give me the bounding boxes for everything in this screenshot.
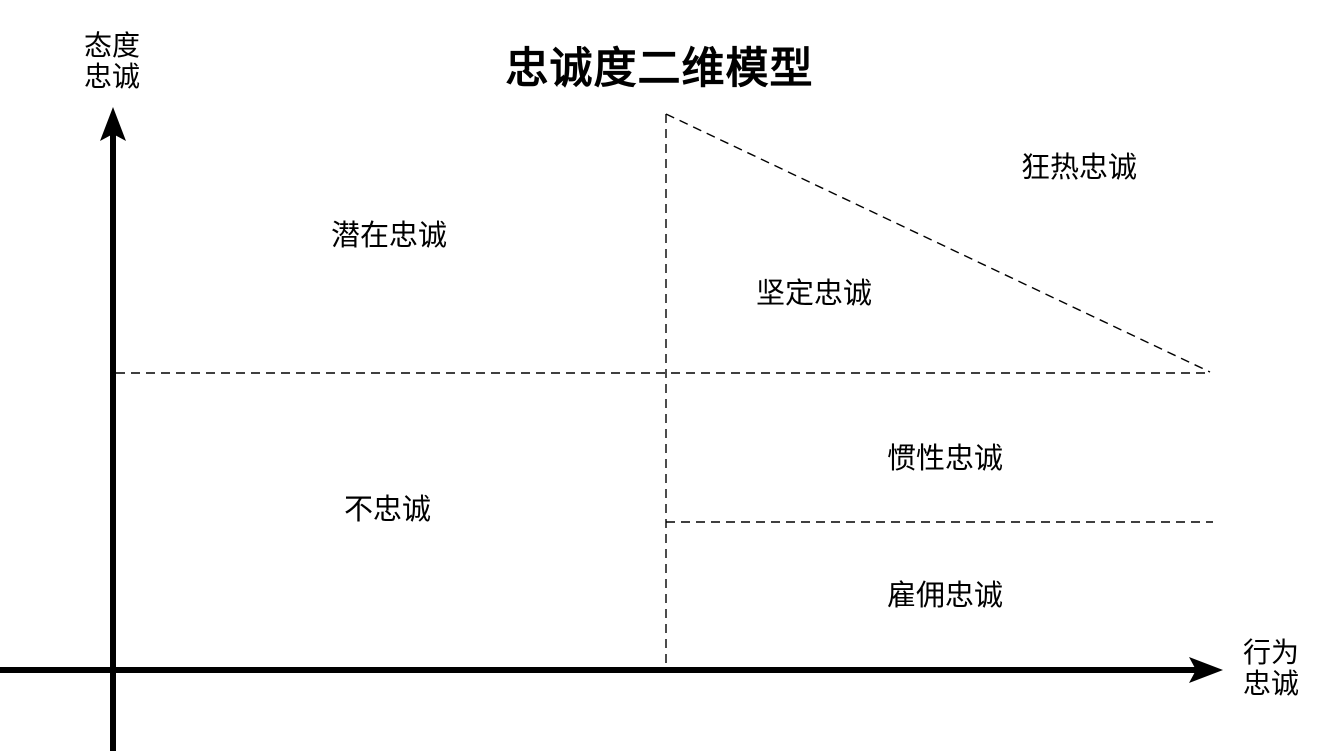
region-label-disloyal: 不忠诚 — [344, 494, 432, 526]
region-label-inertial-loyalty: 惯性忠诚 — [887, 443, 1004, 475]
y-axis-label: 态度 忠诚 — [84, 30, 140, 92]
region-label-steadfast-loyalty: 坚定忠诚 — [756, 278, 873, 310]
y-axis-label-line1: 态度 — [84, 30, 141, 61]
x-axis-arrow-icon — [1189, 657, 1223, 683]
y-axis-arrow-icon — [100, 107, 126, 141]
diagram-title: 忠诚度二维模型 — [505, 45, 814, 93]
x-axis-label-line1: 行为 — [1243, 637, 1300, 668]
region-label-latent-loyalty: 潜在忠诚 — [331, 220, 448, 252]
x-axis-label: 行为 忠诚 — [1243, 637, 1299, 699]
region-label-mercenary-loyalty: 雇佣忠诚 — [887, 580, 1004, 612]
x-axis-label-line2: 忠诚 — [1243, 668, 1300, 699]
diagonal-dashed-line — [665, 113, 1211, 373]
region-label-fanatic-loyalty: 狂热忠诚 — [1021, 152, 1138, 184]
y-axis-label-line2: 忠诚 — [84, 61, 141, 92]
